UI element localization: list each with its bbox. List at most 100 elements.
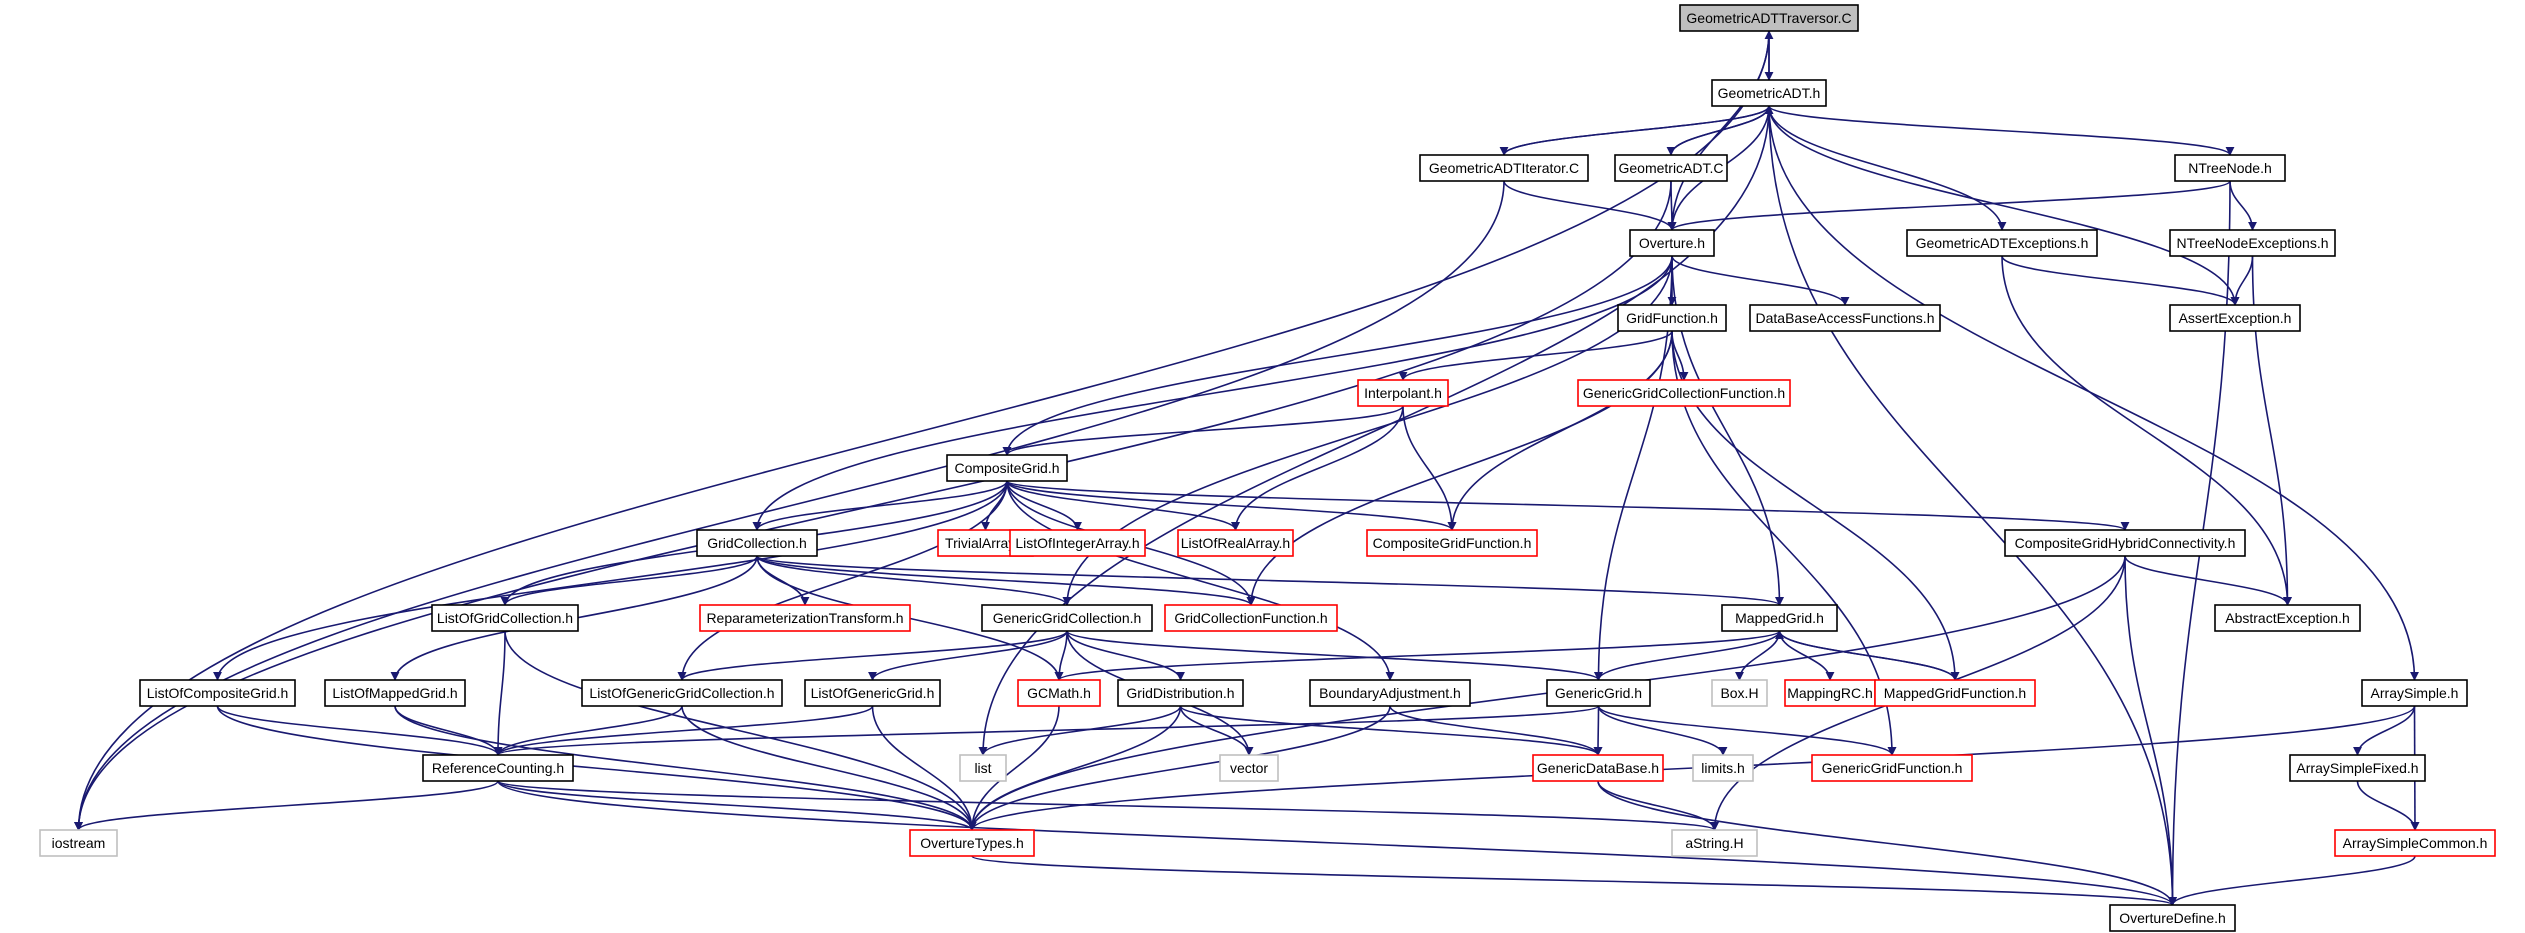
node-label: MappingRC.h [1787, 685, 1873, 701]
edge-compositegrid-h-to-listofrealarray-h [1006, 480, 1240, 531]
edge-listofmappedgrid-h-to-referencecounting-h [394, 705, 503, 756]
node-gridcollection-h[interactable]: GridCollection.h [696, 529, 818, 557]
node-box [959, 754, 1007, 782]
node-label: GeometricADTIterator.C [1429, 160, 1579, 176]
node-geometricadtexceptions-h[interactable]: GeometricADTExceptions.h [1906, 229, 2098, 257]
node-geometricadt-h[interactable]: GeometricADT.h [1711, 79, 1827, 107]
node-box [946, 454, 1068, 482]
edge-genericgrid-h-to-limits-h [1597, 705, 1728, 756]
edge-genericgrid-h-to-referencecounting-h [493, 705, 1600, 756]
node-geometricadt-c[interactable]: GeometricADT.C [1614, 154, 1728, 182]
node-box [2109, 904, 2236, 932]
edge-mappedgrid-h-to-gcmath-h [1054, 630, 1781, 681]
node-interpolant-h[interactable]: Interpolant.h [1357, 379, 1449, 407]
edge-griddistribution-h-to-overturetypes-h [967, 705, 1182, 831]
edge-compositegrid-h-to-boundaryadjustment-h [1006, 480, 1395, 681]
node-griddistribution-h[interactable]: GridDistribution.h [1117, 679, 1244, 707]
node-label: OvertureDefine.h [2119, 910, 2226, 926]
node-overturedefine-h[interactable]: OvertureDefine.h [2109, 904, 2236, 932]
node-gcmath-h[interactable]: GCMath.h [1017, 679, 1101, 707]
node-arraysimplecommon-h[interactable]: ArraySimpleCommon.h [2334, 829, 2496, 857]
node-mappedgridfunction-h[interactable]: MappedGridFunction.h [1874, 679, 2036, 707]
node-label: list [974, 760, 991, 776]
edge-boundaryadjustment-h-to-genericdatabase-h [1389, 705, 1603, 756]
node-label: ArraySimpleCommon.h [2343, 835, 2488, 851]
edge-compositegrid-h-to-gridcollection-h [752, 480, 1008, 531]
edge-referencecounting-h-to-overturedefine-h [497, 780, 2177, 906]
node-box [1749, 304, 1941, 332]
node-box [1357, 379, 1449, 407]
edge-arraysimplecommon-h-to-overturedefine-h [2168, 855, 2416, 906]
node-genericgridcollection-h[interactable]: GenericGridCollection.h [981, 604, 1153, 632]
node-geometricadttraversor-c[interactable]: GeometricADTTraversor.C [1679, 4, 1859, 32]
edge-overture-h-to-gridcollection-h [752, 255, 1673, 531]
edge-geometricadtiterator-c-to-overture-h [1503, 180, 1677, 231]
node-compositegridhybridconnectivity-h[interactable]: CompositeGridHybridConnectivity.h [2004, 529, 2246, 557]
node-arraysimplefixed-h[interactable]: ArraySimpleFixed.h [2289, 754, 2426, 782]
node-box [1009, 529, 1146, 557]
node-overture-h[interactable]: Overture.h [1629, 229, 1715, 257]
edge-gridfunction-h-to-interpolant-h [1398, 330, 1673, 381]
node-listofgenericgrid-h[interactable]: ListOfGenericGrid.h [804, 679, 941, 707]
node-listofgridcollection-h[interactable]: ListOfGridCollection.h [431, 604, 579, 632]
edge-referencecounting-h-to-iostream [74, 780, 499, 831]
node-box [1117, 679, 1244, 707]
node-listofintegerarray-h[interactable]: ListOfIntegerArray.h [1009, 529, 1146, 557]
node-box [2004, 529, 2246, 557]
node-box [2334, 829, 2496, 857]
node-assertexception-h[interactable]: AssertException.h [2169, 304, 2301, 332]
edge-geometricadt-h-to-assertexception-h [1768, 105, 2240, 306]
node-genericdatabase-h[interactable]: GenericDataBase.h [1532, 754, 1664, 782]
edge-genericgrid-h-to-genericdatabase-h [1593, 705, 1603, 756]
node-compositegrid-h[interactable]: CompositeGrid.h [946, 454, 1068, 482]
node-genericgridfunction-h[interactable]: GenericGridFunction.h [1811, 754, 1973, 782]
node-geometricadtiterator-c[interactable]: GeometricADTIterator.C [1419, 154, 1589, 182]
node-reparameterizationtransform-h[interactable]: ReparameterizationTransform.h [699, 604, 911, 632]
node-databaseaccessfunctions-h[interactable]: DataBaseAccessFunctions.h [1749, 304, 1941, 332]
edge-griddistribution-h-to-list [978, 705, 1182, 756]
node-boundaryadjustment-h[interactable]: BoundaryAdjustment.h [1309, 679, 1471, 707]
edge-ntreenodeexceptions-h-to-assertexception-h [2230, 255, 2254, 306]
edge-mappedgridfunction-h-to-mappedgrid-h [1775, 630, 1956, 681]
node-label: CompositeGridHybridConnectivity.h [2015, 535, 2236, 551]
node-mappingrc-h[interactable]: MappingRC.h [1784, 679, 1876, 707]
node-listofmappedgrid-h[interactable]: ListOfMappedGrid.h [324, 679, 466, 707]
node-compositegridfunction-h[interactable]: CompositeGridFunction.h [1366, 529, 1538, 557]
node-vector: vector [1219, 754, 1279, 782]
node-label: GenericDataBase.h [1537, 760, 1659, 776]
node-genericgridcollectionfunction-h[interactable]: GenericGridCollectionFunction.h [1577, 379, 1791, 407]
node-ntreenodeexceptions-h[interactable]: NTreeNodeExceptions.h [2169, 229, 2336, 257]
node-label: TrivialArray.h [945, 535, 1026, 551]
node-label: MappedGrid.h [1735, 610, 1824, 626]
edge-listofcompositegrid-h-to-referencecounting-h [216, 705, 503, 756]
node-arraysimple-h[interactable]: ArraySimple.h [2361, 679, 2468, 707]
node-label: ArraySimple.h [2371, 685, 2459, 701]
node-genericgrid-h[interactable]: GenericGrid.h [1546, 679, 1651, 707]
node-label: AssertException.h [2179, 310, 2292, 326]
edge-geometricadtexceptions-h-to-assertexception-h [2001, 255, 2240, 306]
node-listofcompositegrid-h[interactable]: ListOfCompositeGrid.h [139, 679, 296, 707]
node-listofrealarray-h[interactable]: ListOfRealArray.h [1177, 529, 1294, 557]
node-box [1164, 604, 1338, 632]
node-referencecounting-h[interactable]: ReferenceCounting.h [422, 754, 574, 782]
node-ntreenode-h[interactable]: NTreeNode.h [2174, 154, 2286, 182]
node-gridfunction-h[interactable]: GridFunction.h [1617, 304, 1727, 332]
node-box [1219, 754, 1279, 782]
node-label: iostream [52, 835, 106, 851]
node-gridcollectionfunction-h[interactable]: GridCollectionFunction.h [1164, 604, 1338, 632]
node-box [581, 679, 783, 707]
node-box [1577, 379, 1791, 407]
node-overturetypes-h[interactable]: OvertureTypes.h [909, 829, 1035, 857]
edge-compositegrid-h-to-listofcompositegrid-h [213, 480, 1008, 681]
edge-arraysimplefixed-h-to-arraysimplecommon-h [2356, 780, 2420, 831]
node-label: ListOfGridCollection.h [437, 610, 573, 626]
edge-referencecounting-h-to-astring-h [497, 780, 1719, 831]
node-abstractexception-h[interactable]: AbstractException.h [2214, 604, 2361, 632]
node-listofgenericgridcollection-h[interactable]: ListOfGenericGridCollection.h [581, 679, 783, 707]
node-mappedgrid-h[interactable]: MappedGrid.h [1721, 604, 1838, 632]
node-box [431, 604, 579, 632]
node-label: GeometricADTTraversor.C [1686, 10, 1851, 26]
edge-interpolant-h-to-compositegridfunction-h [1402, 405, 1457, 531]
edge-compositegridhybridconnectivity-h-to-overturedefine-h [2124, 555, 2177, 906]
edge-compositegrid-h-to-compositegridfunction-h [1006, 480, 1457, 531]
